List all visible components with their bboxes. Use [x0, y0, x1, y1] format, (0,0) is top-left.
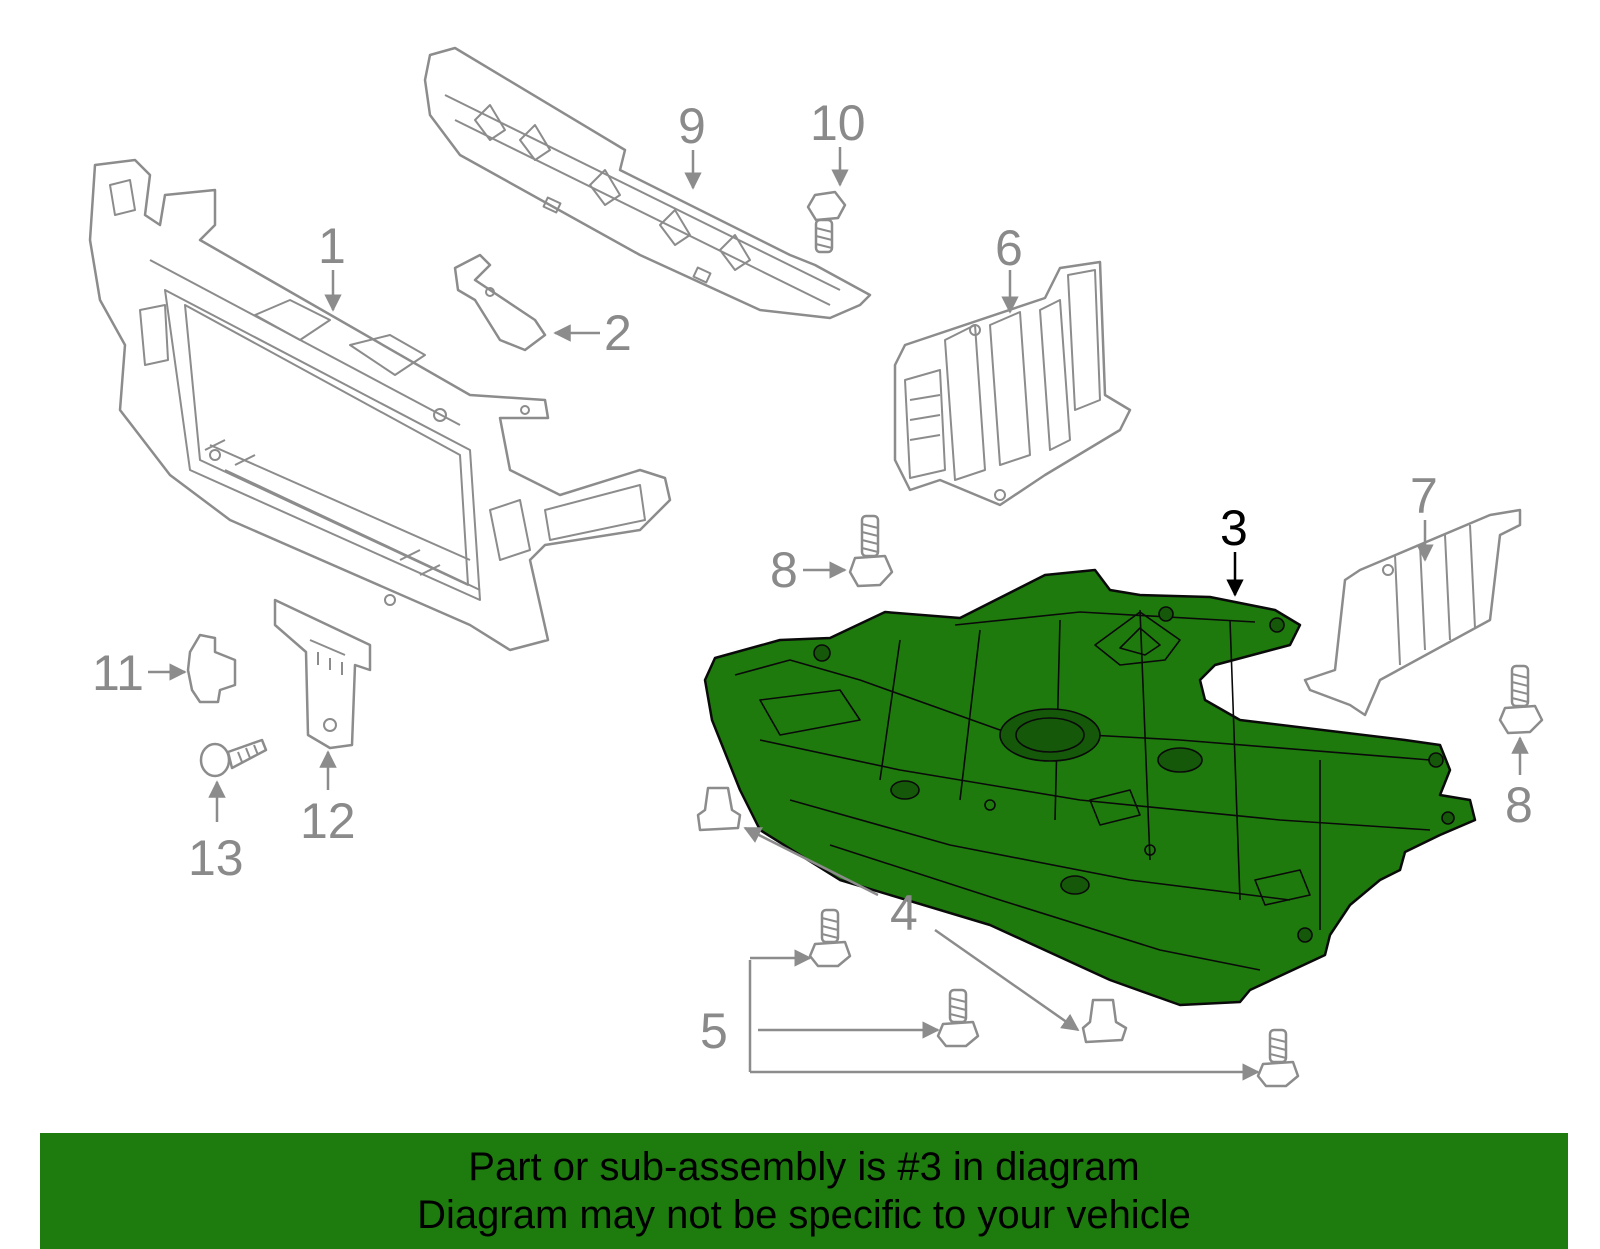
- part-1-front-carrier[interactable]: [88, 158, 672, 652]
- callout-3: 3: [1220, 500, 1248, 556]
- part-2-bracket[interactable]: [453, 253, 547, 352]
- callout-9: 9: [678, 98, 706, 154]
- callout-5: 5: [700, 1003, 728, 1059]
- part-5-bolt-a[interactable]: [808, 908, 852, 968]
- part-5-bolt-c[interactable]: [1256, 1028, 1300, 1088]
- part-5-bolt-b[interactable]: [936, 988, 980, 1048]
- callout-7: 7: [1410, 468, 1438, 524]
- part-10-bolt[interactable]: [806, 190, 847, 254]
- parts-diagram: 1 2 3 4 5 6 7 8 8 9 10 11 12 13: [88, 46, 1544, 1088]
- callout-10: 10: [810, 95, 866, 151]
- part-8-bolt-left[interactable]: [848, 514, 894, 588]
- info-banner: Part or sub-assembly is #3 in diagram Di…: [40, 1133, 1568, 1249]
- callout-2: 2: [604, 305, 632, 361]
- callout-13: 13: [188, 830, 244, 886]
- part-13-push-pin[interactable]: [199, 738, 268, 778]
- callout-8-right: 8: [1505, 777, 1533, 833]
- part-7-side-cover[interactable]: [1303, 508, 1522, 717]
- part-8-bolt-right[interactable]: [1498, 664, 1544, 735]
- callout-12: 12: [300, 793, 356, 849]
- part-3-under-cover[interactable]: [703, 568, 1477, 1007]
- leader-lines: [148, 147, 1529, 1081]
- part-11-clip[interactable]: [186, 633, 237, 704]
- banner-line-2: Diagram may not be specific to your vehi…: [417, 1193, 1191, 1237]
- part-4-grommet-right[interactable]: [1081, 998, 1128, 1044]
- callout-8-left: 8: [770, 542, 798, 598]
- banner-line-1: Part or sub-assembly is #3 in diagram: [468, 1145, 1140, 1189]
- callout-6: 6: [995, 220, 1023, 276]
- callout-11: 11: [92, 645, 144, 701]
- part-4-grommet-left[interactable]: [696, 786, 742, 832]
- callout-1: 1: [318, 218, 346, 274]
- callout-4: 4: [890, 885, 918, 941]
- part-6-side-cover[interactable]: [893, 260, 1132, 507]
- part-12-bracket[interactable]: [273, 598, 372, 750]
- part-9-absorber[interactable]: [423, 46, 872, 320]
